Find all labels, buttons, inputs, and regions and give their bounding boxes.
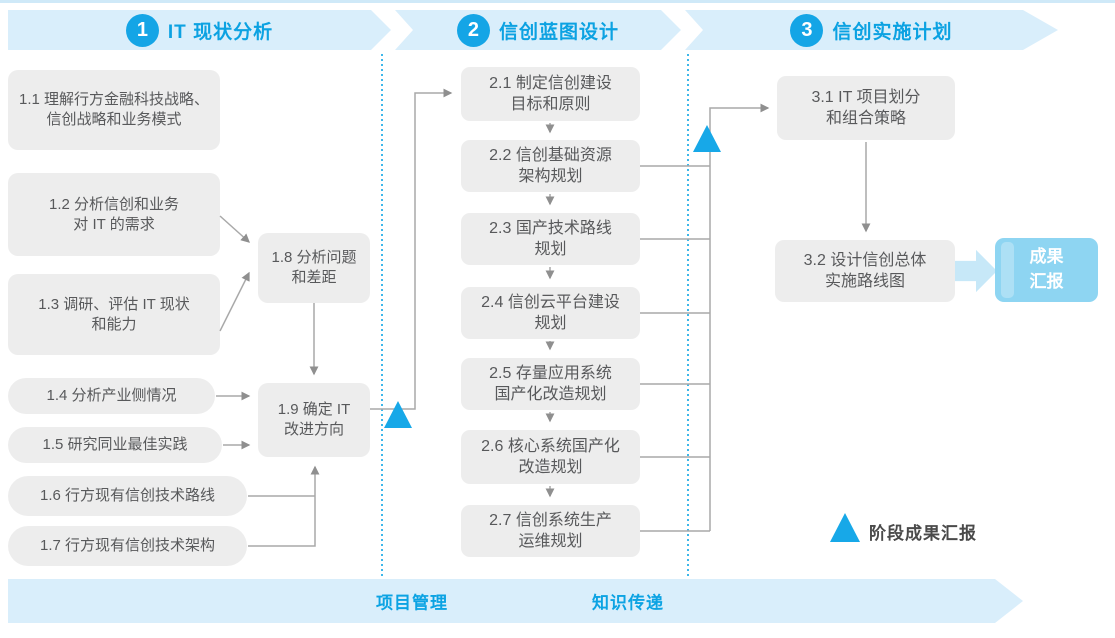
step-box-2-3: 2.3 国产技术路线 规划	[461, 213, 640, 265]
step-box-2-5: 2.5 存量应用系统 国产化改造规划	[461, 358, 640, 410]
step-box-2-6: 2.6 核心系统国产化 改造规划	[461, 430, 640, 484]
step-box-2-2: 2.2 信创基础资源 架构规划	[461, 140, 640, 192]
phase2-title: 信创蓝图设计	[498, 21, 619, 43]
step-box-1-1: 1.1 理解行方金融科技战略、 信创战略和业务模式	[8, 70, 220, 150]
step-box-1-3: 1.3 调研、评估 IT 现状 和能力	[8, 274, 220, 355]
result-arrow-icon	[955, 249, 997, 293]
top-border-strip	[0, 0, 1115, 3]
footer-banner: 项目管理 知识传递	[8, 579, 1023, 623]
step-box-1-2: 1.2 分析信创和业务 对 IT 的需求	[8, 173, 220, 256]
phase1-title: IT 现状分析	[167, 21, 274, 43]
footer-knowledge-transfer-label: 知识传递	[592, 593, 664, 613]
step-box-1-7: 1.7 行方现有信创技术架构	[8, 526, 247, 566]
step-box-1-6: 1.6 行方现有信创技术路线	[8, 476, 247, 516]
step-box-1-5: 1.5 研究同业最佳实践	[8, 427, 222, 463]
result-report-label: 成果 汇报	[1029, 247, 1064, 291]
phase1-banner: 1 IT 现状分析	[8, 10, 391, 50]
step-box-1-4: 1.4 分析产业侧情况	[8, 378, 215, 414]
phase2-report-triangle-icon	[693, 125, 721, 152]
legend-triangle-icon	[830, 513, 860, 542]
phase1-number-badge: 1	[126, 14, 159, 47]
step-box-3-2: 3.2 设计信创总体 实施路线图	[775, 240, 955, 302]
phase2-number-badge: 2	[457, 14, 490, 47]
phase2-banner: 2 信创蓝图设计	[395, 10, 681, 50]
result-box-stripe	[1001, 242, 1014, 298]
footer-project-management-label: 项目管理	[376, 593, 448, 613]
step-box-1-9: 1.9 确定 IT 改进方向	[258, 383, 370, 457]
step-box-3-1: 3.1 IT 项目划分 和组合策略	[777, 76, 955, 140]
result-report-box: 成果 汇报	[995, 238, 1098, 302]
phase3-number-badge: 3	[790, 14, 823, 47]
step-box-1-8: 1.8 分析问题 和差距	[258, 233, 370, 303]
phase3-title: 信创实施计划	[832, 21, 953, 43]
legend-label: 阶段成果汇报	[869, 524, 977, 543]
phase3-banner: 3 信创实施计划	[685, 10, 1058, 50]
phase1-report-triangle-icon	[384, 401, 412, 428]
step-box-2-4: 2.4 信创云平台建设 规划	[461, 287, 640, 339]
step-box-2-7: 2.7 信创系统生产 运维规划	[461, 505, 640, 557]
step-box-2-1: 2.1 制定信创建设 目标和原则	[461, 67, 640, 121]
